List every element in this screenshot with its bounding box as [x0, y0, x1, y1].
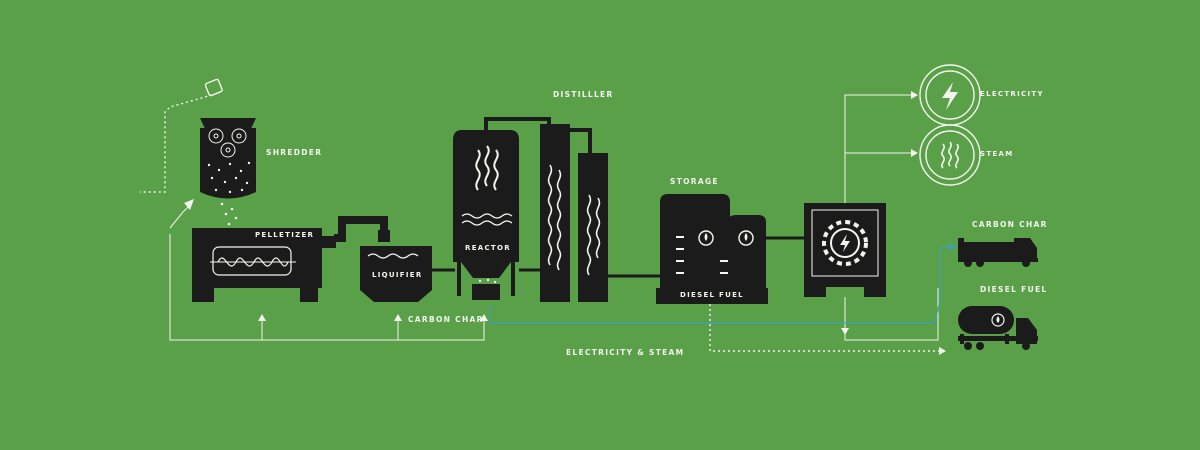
diesel-fuel-truck-icon: [958, 306, 1038, 350]
pipe-valve: [378, 230, 390, 242]
diesel-fuel-truck-label: DIESEL FUEL: [980, 285, 1048, 294]
pelletizer-icon: [192, 228, 336, 302]
carbon-char-flow-line: [489, 246, 950, 324]
diesel-fuel-line: [709, 304, 940, 352]
reactor-icon: [453, 130, 519, 300]
electricity-label: ELECTRICITY: [980, 90, 1044, 98]
carbon-char-truck-icon: [958, 238, 1038, 267]
generator-icon: [804, 203, 886, 297]
carbon-char-truck-label: CARBON CHAR: [972, 220, 1048, 229]
electricity-steam-line: [844, 288, 939, 341]
liquifier-label: LIQUIFIER: [372, 271, 423, 279]
distiller-icon: [540, 124, 608, 302]
steam-label: STEAM: [980, 150, 1014, 158]
carbon-char-loop: [169, 234, 485, 341]
arrowheads: [184, 91, 956, 355]
diesel-fuel-tank-label: DIESEL FUEL: [680, 291, 744, 299]
steam-icon: [919, 124, 981, 186]
carbon-char-line-label: CARBON CHAR: [408, 315, 484, 324]
transfer-pipe: [334, 216, 388, 242]
shredder-label: SHREDDER: [266, 148, 323, 157]
storage-tank-icon: [656, 194, 768, 304]
waste-feed-line: [140, 94, 213, 193]
liquifier-icon: [360, 246, 432, 302]
power-branch-line: [844, 94, 912, 203]
vapor-pipe: [484, 117, 551, 130]
reactor-label: REACTOR: [465, 244, 511, 252]
pelletizer-label: PELLETIZER: [255, 231, 315, 239]
distiller-label: DISTILLLER: [553, 90, 614, 99]
electricity-icon: [919, 64, 981, 126]
electricity-steam-line-label: ELECTRICITY & STEAM: [566, 348, 685, 357]
storage-label: STORAGE: [670, 177, 719, 186]
plastic-waste-icon: [204, 78, 223, 97]
shredder-icon: [200, 118, 256, 226]
flow-lines: [140, 94, 940, 352]
